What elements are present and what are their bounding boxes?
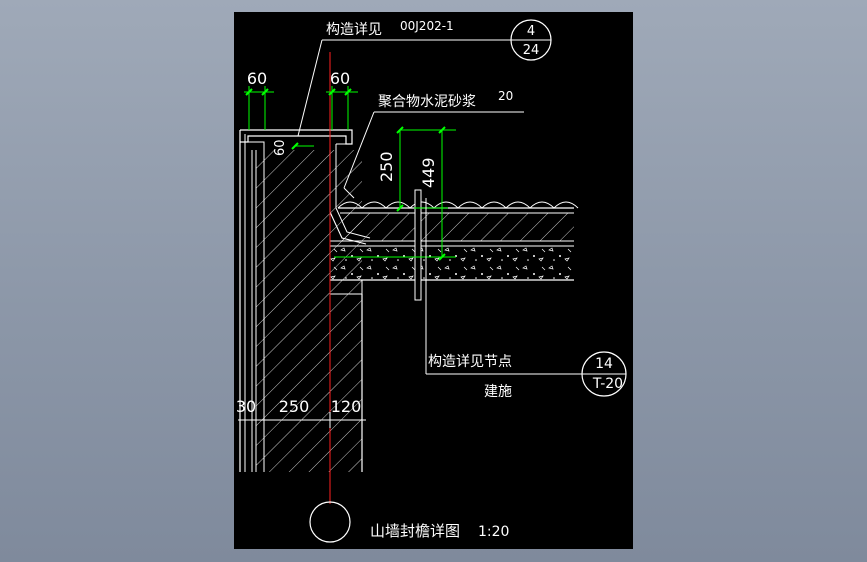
dim-bottom-30: 30 — [236, 397, 256, 416]
gable-eave-detail-drawing: 构造详见 00J202-1 4 24 60 60 60 聚合物水泥砂浆 20 2… — [236, 19, 627, 543]
mortar-note: 聚合物水泥砂浆 — [378, 94, 476, 110]
construction-ref-label: 构造详见 — [326, 22, 382, 38]
drawing-title: 山墙封檐详图 — [370, 522, 460, 540]
detail-ref-top[interactable] — [510, 19, 552, 61]
dim-60-right: 60 — [330, 69, 350, 88]
roof-tiles — [337, 201, 579, 209]
gable-wall — [239, 130, 363, 472]
dim-bottom-120: 120 — [331, 397, 362, 416]
dim-250-vertical: 250 — [377, 151, 396, 182]
roof-slab — [329, 201, 579, 294]
standard-code-label: 00J202-1 — [400, 19, 454, 33]
dimension-lines — [238, 86, 456, 428]
architecture-label: 建施 — [484, 384, 512, 400]
detail-ref-bottom-number: 14 — [595, 356, 613, 372]
leader-lines — [297, 39, 582, 375]
axis-line — [309, 52, 351, 543]
detail-ref-top-sheet: 24 — [523, 43, 540, 58]
axis-bubble — [309, 501, 351, 543]
mortar-thickness: 20 — [498, 89, 513, 103]
detail-ref-bottom-sheet: T-20 — [592, 376, 623, 392]
detail-ref-top-number: 4 — [527, 24, 535, 39]
node-ref-label: 构造详见节点 — [428, 354, 512, 370]
anchor-bar — [414, 189, 422, 301]
dim-60-left: 60 — [247, 69, 267, 88]
cad-viewport[interactable]: 构造详见 00J202-1 4 24 60 60 60 聚合物水泥砂浆 20 2… — [234, 12, 633, 549]
dim-449-vertical: 449 — [419, 157, 438, 188]
drawing-scale: 1:20 — [478, 524, 509, 540]
dim-bottom-250: 250 — [279, 397, 310, 416]
detail-ref-bottom[interactable] — [581, 351, 627, 397]
dim-60-small: 60 — [273, 139, 288, 156]
